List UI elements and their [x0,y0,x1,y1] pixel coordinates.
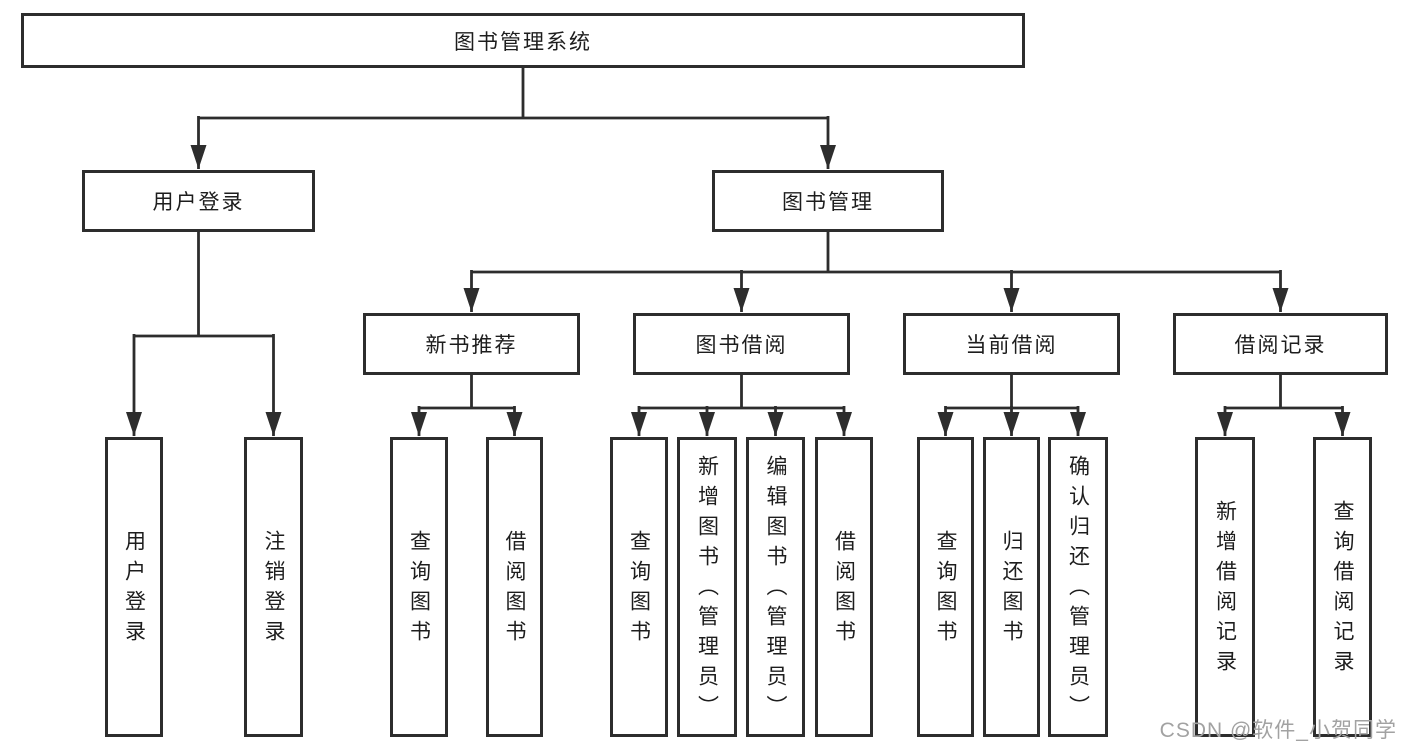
node-current-borrowing: 当前借阅 [903,313,1120,375]
leaf-logout: 注销登录 [244,437,303,737]
connector-borrow-record-to-leaves [1217,373,1351,436]
leaf-bb-edit-books-admin: 编辑图书（管理员） [746,437,805,737]
leaf-bb-query-books: 查询图书 [610,437,668,737]
node-book-management: 图书管理 [712,170,944,232]
leaf-br-add-record: 新增借阅记录 [1195,437,1255,737]
leaf-nbr-query-books: 查询图书 [390,437,448,737]
leaf-bb-add-books-admin: 新增图书（管理员） [677,437,737,737]
node-borrow-records: 借阅记录 [1173,313,1388,375]
leaf-bb-borrow-books: 借阅图书 [815,437,873,737]
leaf-nbr-borrow-books: 借阅图书 [486,437,543,737]
leaf-user-login: 用户登录 [105,437,163,737]
connector-book-borrow-to-leaves [631,373,852,436]
leaf-br-query-record: 查询借阅记录 [1313,437,1372,737]
csdn-watermark: CSDN @软件_小贺同学 [1159,719,1397,742]
node-user-login: 用户登录 [82,170,315,232]
leaf-cb-query-books: 查询图书 [917,437,974,737]
connector-user-login-to-leaves [126,230,282,436]
connector-book-mgmt-to-level3 [463,230,1289,312]
node-book-borrowing: 图书借阅 [633,313,850,375]
leaf-cb-return-books: 归还图书 [983,437,1040,737]
node-root: 图书管理系统 [21,13,1025,68]
connector-current-borrow-to-leaves [937,373,1086,436]
connector-new-book-to-leaves [411,373,523,436]
leaf-cb-confirm-return-admin: 确认归还（管理员） [1048,437,1108,737]
connector-root-to-level2 [190,66,836,169]
node-new-book-recommend: 新书推荐 [363,313,580,375]
